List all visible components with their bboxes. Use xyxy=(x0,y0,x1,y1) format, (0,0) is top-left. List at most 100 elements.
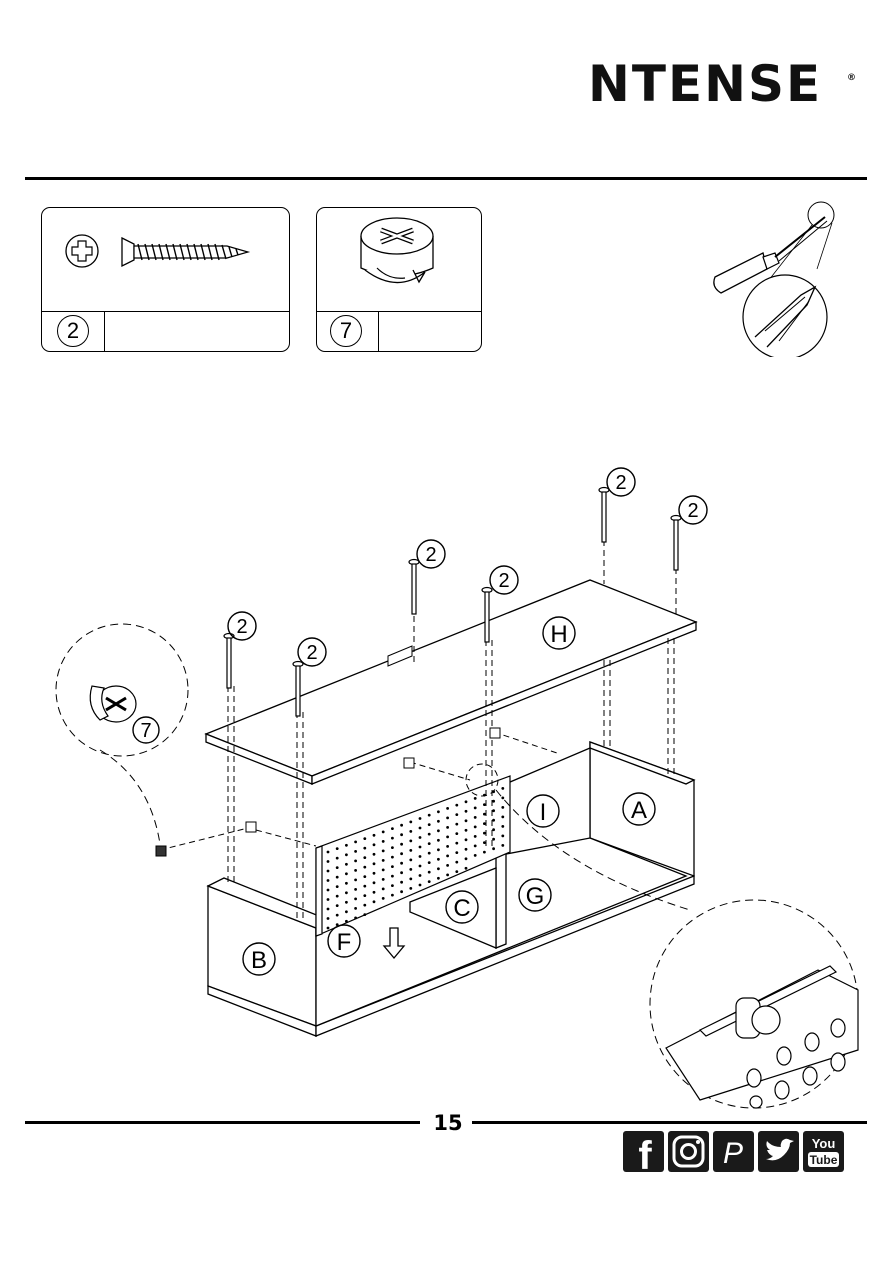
perforation-hole xyxy=(363,885,366,888)
perforation-hole xyxy=(419,884,422,887)
perforation-hole xyxy=(465,848,468,851)
perforation-hole xyxy=(501,825,504,828)
perforation-hole xyxy=(501,797,504,800)
callout-label: 2 xyxy=(687,500,698,522)
perforation-hole xyxy=(474,807,477,810)
perforation-hole xyxy=(437,829,440,832)
perforation-hole xyxy=(465,829,468,832)
instagram-icon[interactable] xyxy=(668,1131,709,1172)
perforation-hole xyxy=(492,809,495,812)
perforation-hole xyxy=(428,814,431,817)
perforation-hole xyxy=(354,869,357,872)
perforation-hole xyxy=(419,827,422,830)
perforation-hole xyxy=(428,833,431,836)
perforation-hole xyxy=(437,877,440,880)
perforation-hole xyxy=(455,804,458,807)
pinterest-icon[interactable]: P xyxy=(713,1131,754,1172)
perforation-hole xyxy=(373,891,376,894)
perforation-hole xyxy=(363,904,366,907)
perforation-hole xyxy=(419,836,422,839)
perforation-hole xyxy=(409,821,412,824)
perforation-hole xyxy=(455,861,458,864)
perforation-hole xyxy=(327,851,330,854)
perforation-hole xyxy=(455,823,458,826)
perforation-hole xyxy=(354,860,357,863)
perforation-hole xyxy=(465,800,468,803)
perforation-hole xyxy=(465,838,468,841)
perforation-hole xyxy=(465,867,468,870)
callout-label: 2 xyxy=(306,642,317,664)
perforation-hole xyxy=(391,875,394,878)
perforation-hole xyxy=(354,898,357,901)
perforation-hole xyxy=(382,859,385,862)
perforation-hole xyxy=(391,827,394,830)
perforation-hole xyxy=(492,838,495,841)
perforation-hole xyxy=(446,874,449,877)
perforation-hole xyxy=(391,884,394,887)
perforation-hole xyxy=(363,866,366,869)
perforation-hole xyxy=(465,810,468,813)
panel-label-g: G xyxy=(526,883,545,910)
twitter-icon[interactable] xyxy=(758,1131,799,1172)
perforation-hole xyxy=(492,800,495,803)
perforation-hole xyxy=(391,837,394,840)
perforation-hole xyxy=(400,881,403,884)
perforation-hole xyxy=(354,888,357,891)
perforation-hole xyxy=(492,828,495,831)
perforation-hole xyxy=(400,871,403,874)
perforation-hole xyxy=(327,870,330,873)
perforation-hole xyxy=(373,872,376,875)
perforation-hole xyxy=(501,787,504,790)
facebook-icon[interactable]: f xyxy=(623,1131,664,1172)
perforation-hole xyxy=(455,832,458,835)
perforation-hole xyxy=(446,845,449,848)
svg-text:f: f xyxy=(638,1134,652,1172)
panel-h xyxy=(206,580,696,776)
youtube-icon[interactable]: You Tube xyxy=(803,1131,844,1172)
perforation-hole xyxy=(419,846,422,849)
perforation-hole xyxy=(336,847,339,850)
perforation-hole xyxy=(474,816,477,819)
page-number: 15 xyxy=(428,1111,468,1135)
perforation-hole xyxy=(428,871,431,874)
perforation-hole xyxy=(409,849,412,852)
svg-text:Tube: Tube xyxy=(810,1153,838,1167)
perforation-hole xyxy=(483,803,486,806)
perforation-hole xyxy=(345,863,348,866)
registered-mark: ® xyxy=(847,52,856,104)
perforation-hole xyxy=(474,854,477,857)
perforation-hole xyxy=(363,913,366,916)
assembly-diagram: 2 2 2 2 2 2 7 H I A G C B F xyxy=(0,450,893,1110)
perforation-hole xyxy=(373,843,376,846)
perforation-hole xyxy=(419,817,422,820)
perforation-hole xyxy=(345,882,348,885)
panel-label-a: A xyxy=(631,797,647,824)
perforation-hole xyxy=(354,850,357,853)
perforation-hole xyxy=(409,859,412,862)
perforation-hole xyxy=(455,813,458,816)
panel-label-f: F xyxy=(337,929,352,956)
perforation-hole xyxy=(474,826,477,829)
perforation-hole xyxy=(382,897,385,900)
footer-divider-left xyxy=(25,1121,420,1124)
perforation-hole xyxy=(455,842,458,845)
perforation-hole xyxy=(336,904,339,907)
cam-lock-fitting-icon xyxy=(317,208,481,308)
perforation-hole xyxy=(336,914,339,917)
cam-detail-icon xyxy=(90,686,136,722)
perforation-hole xyxy=(345,853,348,856)
perforation-hole xyxy=(363,847,366,850)
perforation-hole xyxy=(455,851,458,854)
perforation-hole xyxy=(419,865,422,868)
panel-label-b: B xyxy=(251,947,267,974)
part-number-badge: 2 xyxy=(57,315,89,347)
perforation-hole xyxy=(391,894,394,897)
perforation-hole xyxy=(382,840,385,843)
perforation-hole xyxy=(345,872,348,875)
perforation-hole xyxy=(428,852,431,855)
perforation-hole xyxy=(437,810,440,813)
perforation-hole xyxy=(492,847,495,850)
perforation-hole xyxy=(327,917,330,920)
perforation-hole xyxy=(474,797,477,800)
perforation-hole xyxy=(428,880,431,883)
